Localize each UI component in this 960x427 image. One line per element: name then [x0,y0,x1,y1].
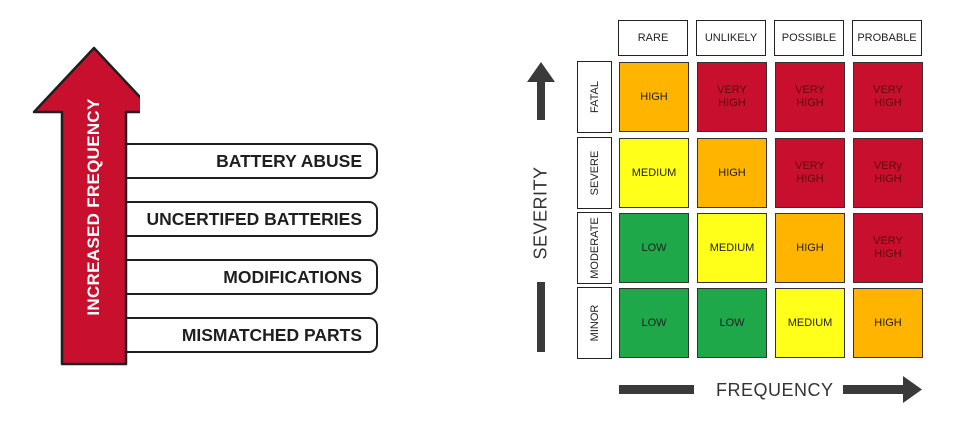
header-label: UNLIKELY [704,32,758,44]
cause-box: UNCERTIFED BATTERIES [100,201,378,237]
risk-cell: LOW [697,288,767,358]
severity-axis-label: SEVERITY [530,166,551,260]
header-label: FATAL [588,81,601,113]
cause-label: MISMATCHED PARTS [181,324,362,345]
risk-cell: VERY HIGH [853,213,923,283]
header-label: PROBABLE [857,32,917,44]
risk-cell: VERY HIGH [853,62,923,132]
severity-header-severe: SEVERE [577,137,612,209]
arrow-up-icon [32,46,140,366]
risk-cell: HIGH [619,62,689,132]
severity-axis-bar [537,282,545,352]
header-label: MODERATE [588,217,601,279]
risk-cell: HIGH [697,138,767,208]
risk-cell: MEDIUM [775,288,845,358]
cause-label: UNCERTIFED BATTERIES [146,208,362,229]
risk-cell: VERy HIGH [853,138,923,208]
severity-header-fatal: FATAL [577,61,612,133]
frequency-header-unlikely: UNLIKELY [696,20,766,56]
cause-box: MISMATCHED PARTS [100,317,378,353]
risk-cell: HIGH [853,288,923,358]
header-label: SEVERE [588,150,601,196]
risk-cell: HIGH [775,213,845,283]
risk-cell: VERY HIGH [697,62,767,132]
severity-arrow-up-icon [527,62,555,120]
frequency-axis-bar [619,385,694,394]
increased-frequency-arrow [32,46,140,366]
risk-cell: MEDIUM [697,213,767,283]
risk-cell: LOW [619,213,689,283]
cause-box: BATTERY ABUSE [100,143,378,179]
risk-cell: LOW [619,288,689,358]
risk-cell: VERY HIGH [775,62,845,132]
cause-label: MODIFICATIONS [223,266,362,287]
frequency-arrow-right-icon [843,376,922,403]
arrow-label: INCREASED FREQUENCY [84,98,103,316]
risk-cell: VERY HIGH [775,138,845,208]
frequency-header-rare: RARE [618,20,688,56]
frequency-header-possible: POSSIBLE [774,20,844,56]
risk-cell: MEDIUM [619,138,689,208]
severity-header-minor: MINOR [577,287,612,359]
severity-header-moderate: MODERATE [577,212,612,284]
header-label: MINOR [588,304,601,342]
header-label: RARE [637,32,669,44]
cause-label: BATTERY ABUSE [216,150,362,171]
header-label: POSSIBLE [781,32,837,44]
frequency-header-probable: PROBABLE [852,20,922,56]
frequency-axis-label: FREQUENCY [716,380,834,400]
cause-box: MODIFICATIONS [100,259,378,295]
